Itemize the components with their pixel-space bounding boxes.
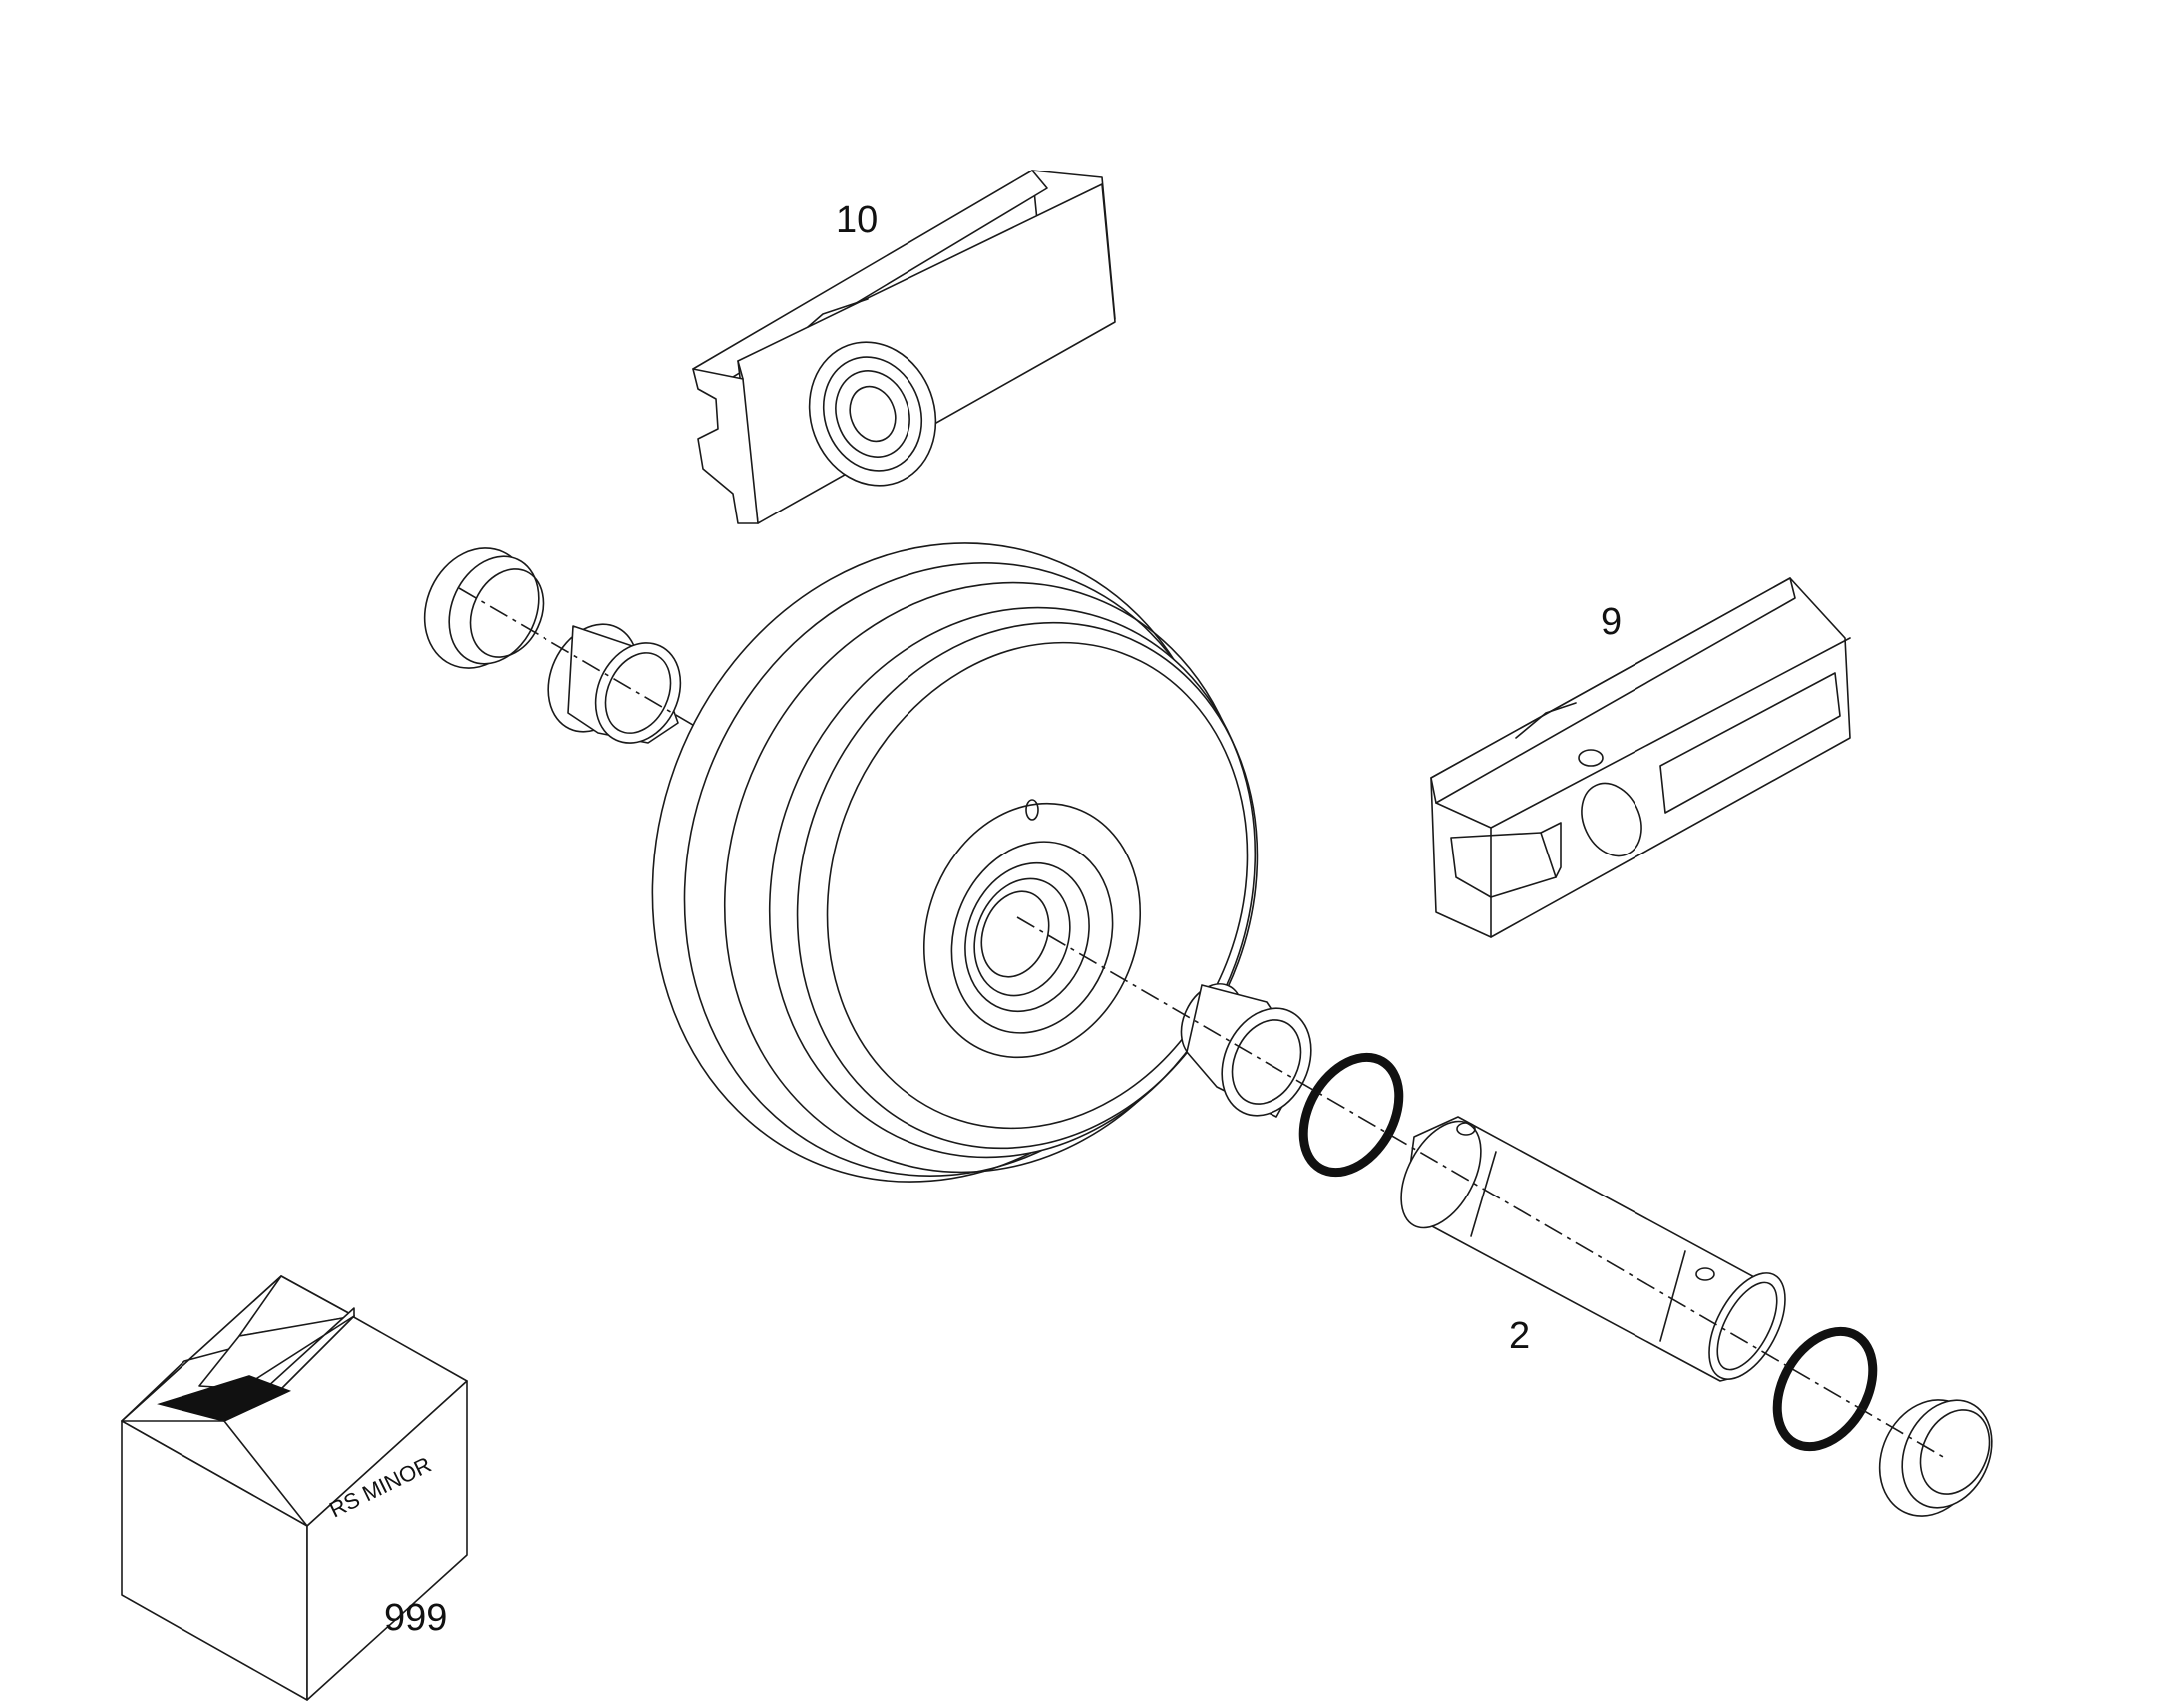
o-ring-upper [1298, 1052, 1404, 1178]
o-ring-lower [1772, 1326, 1878, 1452]
shaft-part-2 [1400, 1116, 1786, 1382]
bracket-part-10 [692, 170, 1116, 524]
assembly-axis [458, 587, 1946, 1459]
kit-box-part-999: RS MINOR [121, 1275, 468, 1701]
bushing-upper [547, 623, 682, 744]
seal-collar-upper [423, 547, 545, 669]
callout-9: 9 [1601, 601, 1622, 643]
callout-2: 2 [1509, 1315, 1530, 1357]
callout-999: 999 [384, 1597, 447, 1639]
seal-collar-lower [1878, 1399, 1993, 1517]
callout-10: 10 [836, 199, 878, 241]
idler-wheel [651, 542, 1259, 1183]
bracket-part-9 [1430, 577, 1851, 938]
